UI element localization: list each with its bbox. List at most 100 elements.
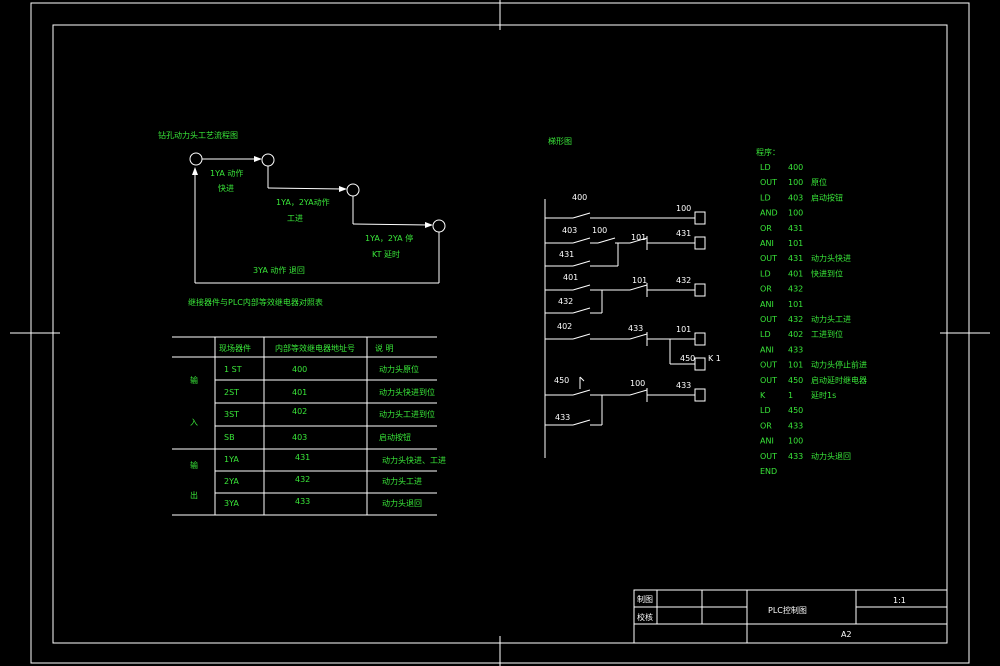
rung-1: 400 100 (545, 193, 706, 225)
program-op: ANI (760, 239, 774, 248)
contact-label: 431 (559, 250, 574, 259)
program-op: END (760, 467, 777, 476)
ladder-diagram: 梯形图 400 100 403 100 (544, 136, 721, 458)
program-addr: 450 (788, 376, 803, 385)
program-line: END (760, 467, 777, 476)
step2-sublabel: 工进 (287, 214, 303, 223)
step-node-1 (189, 152, 203, 166)
program-op: AND (760, 209, 778, 218)
table-row: 2YA 432 动力头工进 (224, 475, 422, 486)
program-op: OR (760, 285, 772, 294)
program-header: 程序： (756, 147, 780, 157)
program-addr: 100 (788, 178, 803, 187)
io-header-device: 现场器件 (219, 343, 251, 353)
program-line: OUT 100 原位 (760, 177, 827, 187)
io-cell-device: 2ST (224, 388, 239, 397)
program-op: OUT (760, 452, 777, 461)
output-coil (694, 236, 706, 250)
step-node-3 (346, 183, 360, 197)
io-table: 继接器件与PLC内部等效继电器对照表 现场器件 内部等效继电器地址号 说 明 输… (172, 297, 446, 516)
table-row: 2ST 401 动力头快进到位 (224, 387, 435, 397)
program-note: 延时1s (811, 390, 836, 400)
program-op: OUT (760, 361, 777, 370)
program-addr: 100 (788, 209, 803, 218)
program-note: 动力头工进 (811, 314, 851, 324)
process-title: 钻孔动力头工艺流程图 (158, 130, 238, 140)
io-group-input-1: 输 (190, 375, 198, 385)
program-op: K (760, 391, 766, 400)
coil-label: 433 (676, 381, 691, 390)
table-row: 3ST 402 动力头工进到位 (224, 407, 435, 419)
io-cell-address: 403 (292, 433, 307, 442)
step3-label: 1YA，2YA 停 (365, 233, 413, 243)
io-cell-desc: 动力头快进到位 (379, 387, 435, 397)
program-note: 工进到位 (811, 329, 843, 339)
table-row: SB 403 启动按钮 (224, 432, 411, 442)
io-cell-desc: 动力头工进到位 (379, 409, 435, 419)
io-cell-device: 1YA (224, 455, 239, 464)
program-addr: 1 (788, 391, 793, 400)
program-note: 动力头快进 (811, 253, 851, 263)
process-flow-diagram: 钻孔动力头工艺流程图 1YA 动作 快进 1YA，2YA动作 工进 1YA，2Y… (158, 130, 446, 284)
program-op: OUT (760, 315, 777, 324)
program-note: 原位 (811, 177, 827, 187)
step2-label: 1YA，2YA动作 (276, 197, 330, 207)
contact-label: 400 (572, 193, 587, 202)
coil-label: 101 (676, 325, 691, 334)
program-addr: 432 (788, 285, 803, 294)
io-cell-desc: 动力头工进 (382, 476, 422, 486)
program-addr: 101 (788, 239, 803, 248)
step-node-4 (432, 219, 446, 233)
program-op: OUT (760, 376, 777, 385)
program-addr: 101 (788, 361, 803, 370)
program-op: ANI (760, 345, 774, 354)
coil-label: 450 (680, 354, 695, 363)
ladder-title: 梯形图 (548, 136, 572, 146)
io-header-address: 内部等效继电器地址号 (275, 343, 355, 353)
program-line: OR 432 (760, 285, 803, 294)
io-cell-address: 432 (295, 475, 310, 484)
program-op: ANI (760, 300, 774, 309)
io-cell-device: 3ST (224, 410, 239, 419)
program-addr: 400 (788, 163, 803, 172)
program-op: OR (760, 421, 772, 430)
title-block: 制图 校核 PLC控制图 1:1 A2 (633, 589, 948, 644)
drawing-title: PLC控制图 (768, 605, 807, 615)
io-cell-desc: 动力头快进、工进 (382, 455, 446, 465)
contact-label: 101 (632, 276, 647, 285)
io-cell-device: 1 ST (224, 365, 242, 374)
contact-label: 100 (630, 379, 645, 388)
io-cell-address: 401 (292, 388, 307, 397)
io-group-output-1: 输 (190, 460, 198, 470)
program-op: OUT (760, 178, 777, 187)
return-label: 3YA 动作 退回 (253, 265, 305, 275)
rung-5: 450 100 433 433 (545, 376, 706, 426)
program-line: K 1 延时1s (760, 390, 836, 400)
io-cell-device: SB (224, 433, 235, 442)
output-coil (694, 388, 706, 402)
step1-label: 1YA 动作 (210, 168, 243, 178)
sheet-frame (10, 0, 990, 666)
program-op: ANI (760, 437, 774, 446)
io-cell-desc: 动力头原位 (379, 364, 419, 374)
program-op: LD (760, 269, 771, 278)
contact-label: 433 (555, 413, 570, 422)
program-line: AND 100 (760, 209, 803, 218)
table-row: 1 ST 400 动力头原位 (224, 364, 419, 374)
coil-label: 432 (676, 276, 691, 285)
step3-sublabel: KT 延时 (372, 249, 400, 259)
program-addr: 431 (788, 224, 803, 233)
io-group-output-2: 出 (190, 490, 198, 500)
program-op: LD (760, 406, 771, 415)
program-addr: 431 (788, 254, 803, 263)
program-op: LD (760, 163, 771, 172)
